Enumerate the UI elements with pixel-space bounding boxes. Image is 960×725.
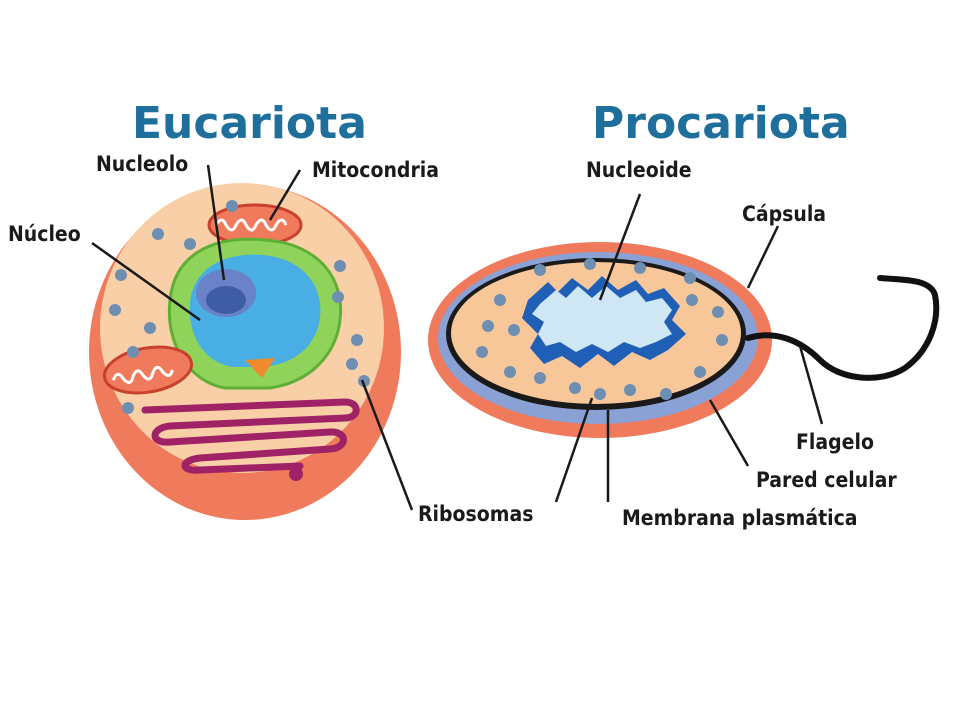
prokaryote-cell (428, 242, 940, 438)
prokaryote-leader-lines (554, 193, 824, 503)
label-flagellum: Flagelo (796, 430, 874, 454)
flagellum (745, 275, 940, 381)
endoplasmic-reticulum (141, 398, 360, 474)
label-plasma-membrane: Membrana plasmática (622, 506, 858, 530)
label-nucleolus: Nucleolo (96, 152, 188, 176)
mitochondrion-bottom (103, 345, 193, 395)
label-capsule: Cápsula (742, 202, 826, 226)
eukaryote-title: Eucariota (132, 98, 367, 149)
label-ribosomes: Ribosomas (418, 502, 533, 526)
prokaryote-title: Procariota (592, 98, 850, 149)
label-nucleus: Núcleo (8, 222, 81, 246)
label-mitochondria: Mitocondria (312, 158, 439, 182)
label-nucleoid: Nucleoide (586, 158, 692, 182)
eukaryote-ribosomes (109, 200, 370, 414)
prokaryote-ribosomes (476, 258, 728, 400)
eukaryote-cell (89, 183, 401, 520)
label-cell-wall: Pared celular (756, 468, 897, 492)
eukaryote-leader-lines (91, 164, 414, 511)
